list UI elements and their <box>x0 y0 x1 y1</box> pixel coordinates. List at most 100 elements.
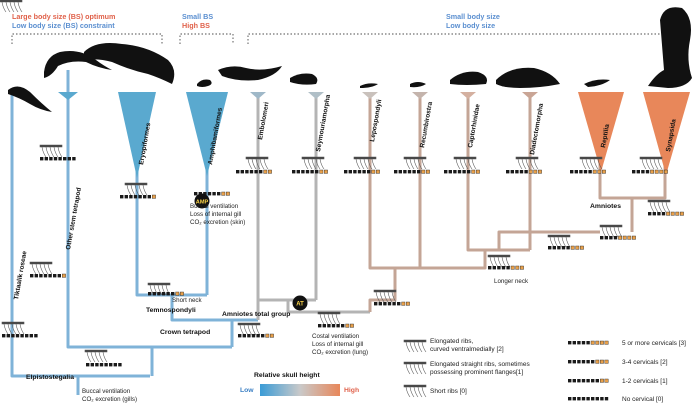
cervical-vertebra <box>270 333 274 338</box>
silhouette-lepospondyli <box>360 83 378 88</box>
cervical-vertebra <box>627 235 632 240</box>
vertebra <box>327 324 331 328</box>
vertebra-row <box>600 235 636 240</box>
header-mid-1: Small BS <box>182 12 213 21</box>
vertebra <box>444 170 448 174</box>
vertebra <box>609 236 613 240</box>
marker-embolomeri <box>250 92 266 99</box>
vertebra <box>194 192 198 196</box>
vertebra <box>245 170 249 174</box>
ann-at-3: CO₂ excretion (lung) <box>312 349 368 356</box>
vertebra <box>49 157 53 161</box>
vertebra <box>6 334 10 338</box>
cervical-vertebra <box>597 169 602 174</box>
cervical-vertebra <box>622 235 627 240</box>
vertebra <box>34 274 38 278</box>
vertebra-row <box>506 169 542 174</box>
cervical-vertebra <box>570 245 575 250</box>
vertebra <box>39 274 43 278</box>
badge-at: AT <box>292 295 308 311</box>
vertebra <box>207 192 212 196</box>
cervical-vertebra <box>533 169 538 174</box>
marker-captorhinidae <box>460 92 476 99</box>
vertebra <box>336 324 340 328</box>
vertebra <box>374 302 378 306</box>
vertebra <box>457 170 462 174</box>
cervical-vertebra <box>221 191 226 196</box>
rib-cage-icon <box>0 0 23 13</box>
vertebra <box>157 292 161 296</box>
rib-icon-instances <box>1 144 671 363</box>
vertebra-row <box>292 169 328 174</box>
header-mid-2: High BS <box>182 21 210 30</box>
vertebra-row <box>2 334 38 338</box>
cervical-vertebra <box>520 265 524 270</box>
vertebra <box>407 170 412 174</box>
vertebra <box>568 397 572 401</box>
badge-amp: AMP <box>194 193 210 209</box>
header-left-1: Large body size (BS) optimum <box>12 12 115 21</box>
marker-recumbirostra <box>412 92 428 99</box>
vertebra <box>586 379 590 383</box>
vertebra <box>488 266 492 270</box>
vertebra <box>613 236 618 240</box>
vertebra <box>53 274 57 278</box>
vertebra <box>586 397 590 401</box>
vertebra <box>251 334 256 338</box>
silhouette-captorhinidae <box>450 71 487 85</box>
vertebra <box>362 170 366 174</box>
silhouette-reptilia <box>584 79 610 87</box>
vertebra <box>57 274 61 278</box>
vertebra <box>403 170 407 174</box>
cervical-vertebra <box>268 169 272 174</box>
legend-cerv-2: 3-4 cervicals [2] <box>622 359 668 366</box>
vertebra <box>238 334 242 338</box>
vertebra-row <box>632 169 668 174</box>
cervical-vertebra <box>595 340 600 345</box>
silhouette-amphibamiformes <box>197 79 212 87</box>
vertebra <box>72 157 76 161</box>
vertebra <box>166 292 170 296</box>
marker-seymouriamorpha <box>308 92 324 99</box>
legend-cerv-1: 1-2 cervicals [1] <box>622 378 668 385</box>
vertebra-row <box>570 169 606 174</box>
legend-cerv-0: No cervical [0] <box>622 396 663 403</box>
cervical-vertebra <box>595 359 600 364</box>
vertebra <box>492 266 496 270</box>
cervical-vertebra <box>666 211 671 216</box>
silhouette-seymouriamorpha <box>290 73 318 85</box>
node-crown-tetrapod: Crown tetrapod <box>160 329 210 336</box>
vertebra <box>383 302 387 306</box>
silhouette-embolomeri <box>218 66 282 81</box>
cervical-vertebra <box>618 235 623 240</box>
vertebra <box>118 363 122 367</box>
vertebra-row <box>568 359 609 364</box>
vertebra <box>261 334 265 338</box>
vertebra <box>120 195 124 199</box>
vertebra <box>572 397 576 401</box>
vertebra <box>40 157 44 161</box>
vertebra <box>397 302 401 306</box>
cervical-vertebra <box>376 169 380 174</box>
vertebra <box>90 363 94 367</box>
taxon-labels: Tiktaalik roseae Other stem tetrapod Ery… <box>13 94 678 301</box>
vertebra <box>44 157 48 161</box>
cervical-rows <box>2 157 684 367</box>
vertebra <box>378 302 382 306</box>
vertebra <box>417 170 421 174</box>
vertebra <box>2 334 6 338</box>
vertebra <box>583 170 588 174</box>
vertebra <box>353 170 357 174</box>
ann-short-neck: Short neck <box>172 297 202 304</box>
vertebra <box>566 246 570 250</box>
vertebra-row <box>148 291 184 296</box>
cervical-vertebra <box>515 265 520 270</box>
header-left-2: Low body size (BS) constraint <box>12 21 115 30</box>
vertebra <box>240 170 244 174</box>
node-elpistostegalia: Elpistostegalia <box>26 374 74 381</box>
ann-at-2: Loss of internal gill <box>312 341 363 348</box>
vertebra <box>43 274 48 278</box>
vertebra <box>315 170 319 174</box>
vertebra <box>586 360 590 364</box>
